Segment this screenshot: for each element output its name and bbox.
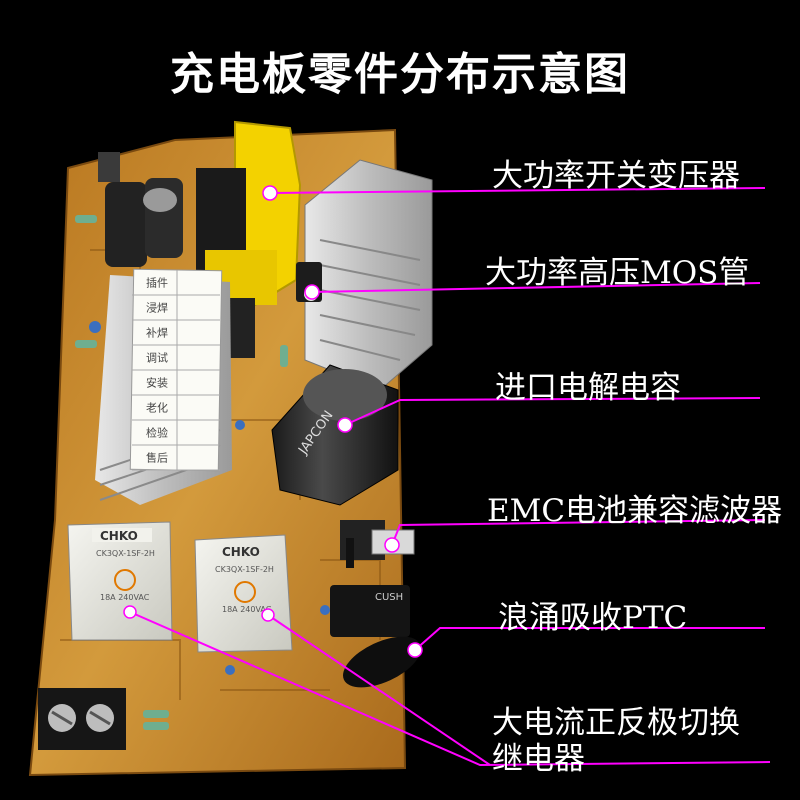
relay-right: CHKO CK3QX-1SF-2H 18A 240VAC (194, 534, 293, 653)
main-capacitor: JAPCON (271, 364, 399, 506)
qc-card-row-label: 售后 (146, 450, 168, 464)
right-heatsink (304, 159, 433, 391)
qc-card-row-label: 检验 (146, 425, 168, 439)
leader-transformer (269, 187, 766, 194)
small-capacitors (98, 152, 183, 267)
relay-model-text: CK3QX-1SF-2H (215, 565, 274, 574)
leader-relay-2 (267, 614, 491, 766)
qc-card-row-label: 插件 (146, 275, 168, 289)
label-ptc: 浪涌吸收PTC (498, 600, 688, 636)
label-transformer: 大功率开关变压器 (492, 158, 740, 194)
relay-rating-text: 18A 240VAC (100, 593, 150, 602)
ptc-brand-text: CUSH (375, 592, 403, 603)
qc-card-row-label: 浸焊 (146, 300, 168, 314)
ptc-component: CUSH (330, 585, 421, 688)
qc-card-row-label: 调试 (146, 351, 168, 364)
resistors (75, 215, 288, 730)
relay-brand-text: CHKO (222, 545, 260, 559)
leader-dots (123, 185, 423, 658)
leader-capacitor (344, 397, 761, 426)
qc-card-row-label: 老化 (146, 400, 168, 414)
label-relay-line2: 继电器 (492, 741, 585, 777)
transformer (196, 120, 302, 358)
leader-mos (311, 282, 761, 293)
relay-left: CHKO CK3QX-1SF-2H 18A 240VAC (67, 521, 173, 641)
leader-relay-1 (129, 611, 771, 767)
label-emc-filter: EMC电池兼容滤波器 (487, 493, 783, 529)
relay-model-text: CK3QX-1SF-2H (96, 549, 155, 558)
small-caps (89, 321, 330, 675)
qc-card-row-label: 安装 (146, 375, 168, 389)
qc-card-row-label: 补焊 (146, 325, 168, 339)
relay-brand-text: CHKO (100, 529, 138, 543)
leader-ptc (414, 627, 765, 651)
label-mos: 大功率高压MOS管 (485, 255, 750, 291)
label-relay-line1: 大电流正反极切换 (492, 705, 740, 741)
label-capacitor: 进口电解电容 (495, 370, 681, 406)
page-title: 充电板零件分布示意图 (170, 49, 630, 100)
terminal-block (38, 688, 126, 750)
relay-rating-text: 18A 240VAC (222, 605, 272, 614)
